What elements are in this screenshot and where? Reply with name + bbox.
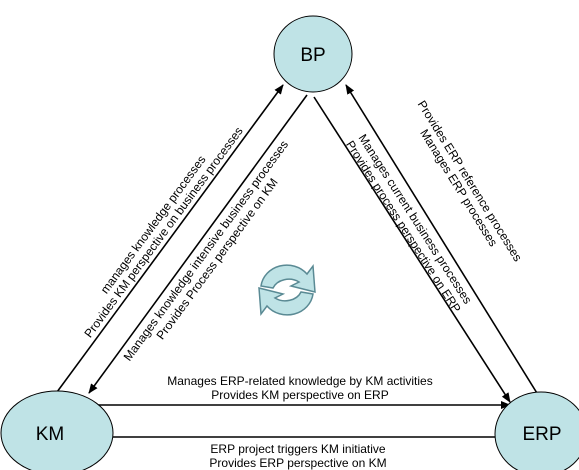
cycle-arrows-icon — [258, 263, 316, 317]
node-km-circle — [0, 390, 114, 470]
node-km-label: KM — [36, 424, 65, 445]
node-erp-circle — [494, 391, 579, 470]
arrow-bp-to-erp — [313, 96, 511, 403]
arrow-erp-to-bp — [345, 84, 541, 399]
arrow-bp-to-km — [88, 94, 308, 394]
edge-label-erp-to-km-line2: Provides ERP perspective on KM — [209, 456, 386, 470]
node-bp: BP — [273, 15, 353, 93]
node-km: KM — [0, 390, 114, 470]
edge-label-km-to-erp-line2: Provides KM perspective on ERP — [211, 388, 388, 402]
arrow-km-to-bp — [56, 84, 284, 393]
node-erp-label: ERP — [522, 424, 561, 445]
node-bp-label: BP — [300, 45, 325, 66]
node-bp-circle — [273, 15, 353, 93]
cycle-arrow-top — [260, 263, 316, 293]
cycle-arrow-bottom — [258, 287, 314, 317]
edge-label-erp-to-km-line1: ERP project triggers KM initiative — [210, 442, 386, 456]
edge-label-km-to-erp-line1: Manages ERP-related knowledge by KM acti… — [167, 374, 432, 388]
node-erp: ERP — [494, 391, 579, 470]
